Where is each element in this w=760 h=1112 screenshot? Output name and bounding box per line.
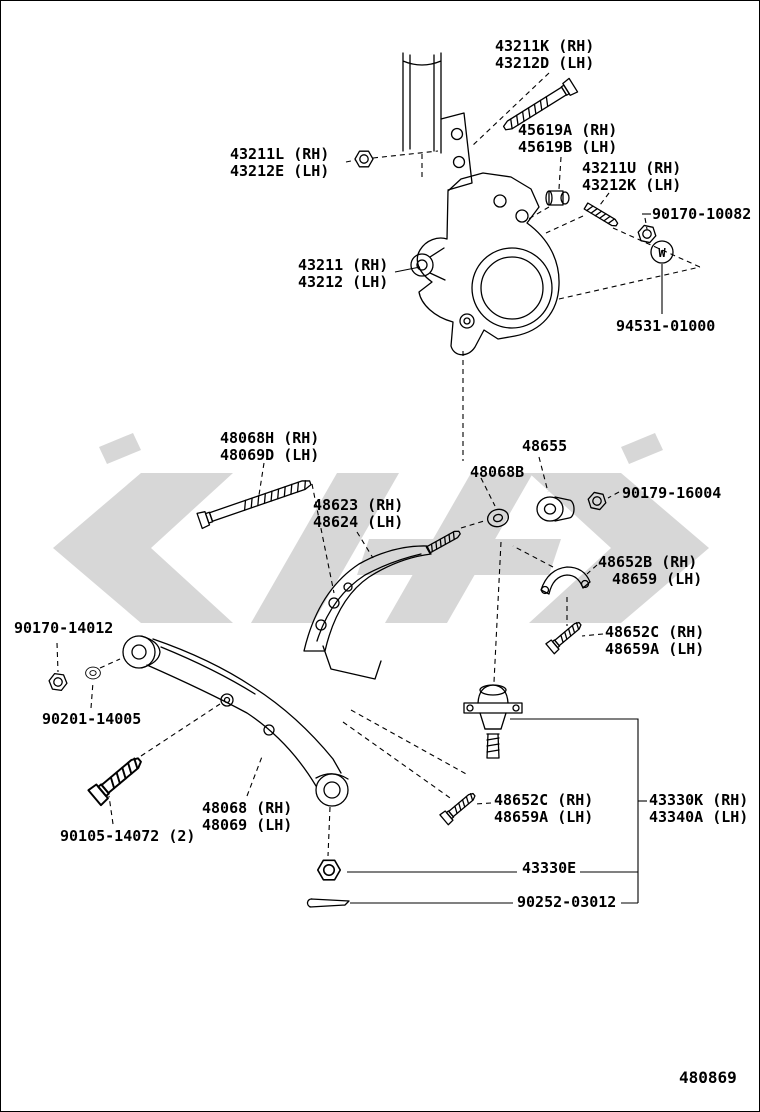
label-48068b: 48068B (470, 464, 524, 481)
label-90170-10082: 90170-10082 (652, 206, 751, 223)
part-number: 48068B (470, 463, 525, 481)
part-number: 48659A (LH) (494, 808, 594, 826)
bushing-45619-drawing (545, 190, 570, 206)
part-number: 43211K (RH) (495, 37, 595, 55)
lower-arm-bushing-drawing (122, 635, 161, 669)
label-90105: 90105-14072 (2) (60, 828, 195, 845)
reference-lines-solid (347, 213, 663, 904)
washer-94531-mark (650, 240, 674, 264)
cotter-pin-drawing (306, 898, 350, 908)
part-number: 48652B (RH) (598, 553, 698, 571)
part-number: 43330K (RH) (649, 791, 749, 809)
label-48068h: 48068H (RH) 48069D (LH) (220, 430, 319, 464)
label-43330e: 43330E (522, 860, 576, 877)
label-90179: 90179-16004 (622, 485, 721, 502)
bolt-48652c-lower-drawing (439, 789, 479, 826)
part-number: 48069D (LH) (220, 446, 320, 464)
part-number: 43330E (522, 859, 577, 877)
part-number: 43212 (LH) (298, 273, 389, 291)
label-48655: 48655 (522, 438, 567, 455)
label-45619a: 45619A (RH) 45619B (LH) (518, 122, 617, 156)
lower-arm-48068-drawing (146, 638, 349, 807)
upper-arm-48623-drawing (303, 545, 432, 680)
part-number: 43340A (LH) (649, 808, 749, 826)
label-43211u: 43211U (RH) 43212K (LH) (582, 160, 681, 194)
label-90252: 90252-03012 (517, 894, 616, 911)
nut-43211l-drawing (354, 150, 374, 168)
leader-lines-dashed (56, 72, 701, 857)
part-number: 48624 (LH) (313, 513, 404, 531)
part-number: 45619A (RH) (518, 121, 618, 139)
part-number: 45619B (LH) (518, 138, 618, 156)
part-number: 90201-14005 (42, 710, 142, 728)
part-number: 94531-01000 (616, 317, 716, 335)
part-number: 90179-16004 (622, 484, 722, 502)
part-number: 43212E (LH) (230, 162, 330, 180)
part-number: 48652C (RH) (605, 623, 705, 641)
part-number: 48623 (RH) (313, 496, 404, 514)
label-90201: 90201-14005 (42, 711, 141, 728)
stabilizer-bracket-48652b-drawing (540, 566, 591, 595)
part-number: 90105-14072 (2) (60, 827, 196, 845)
part-number: 48068H (RH) (220, 429, 320, 447)
part-number: 90170-14012 (14, 619, 114, 637)
part-number: 43211U (RH) (582, 159, 682, 177)
label-43211k: 43211K (RH) 43212D (LH) (495, 38, 594, 72)
label-48652c-lower: 48652C (RH) 48659A (LH) (494, 792, 593, 826)
label-48652b: 48652B (RH) 48659 (LH) (598, 554, 702, 588)
watermark-logo (53, 433, 709, 623)
part-number: 43211 (RH) (298, 256, 389, 274)
figure-number: 480869 (679, 1068, 737, 1087)
part-number: 90170-10082 (652, 205, 752, 223)
part-number: 48068 (RH) (202, 799, 293, 817)
steering-knuckle-drawing (410, 172, 560, 356)
strut-drawing (402, 52, 473, 191)
part-number: 90252-03012 (517, 893, 617, 911)
part-number: 48659A (LH) (605, 640, 705, 658)
label-43330k: 43330K (RH) 43340A (LH) (649, 792, 748, 826)
washer-90201-drawing (85, 666, 101, 680)
part-number: 48069 (LH) (202, 816, 293, 834)
bolt-90105-drawing (87, 751, 147, 807)
stud-43211u-drawing (583, 202, 620, 229)
bushing-48655-drawing (536, 496, 575, 522)
part-number: 43212D (LH) (495, 54, 595, 72)
label-94531: 94531-01000 (616, 318, 715, 335)
part-number: 48655 (522, 437, 568, 455)
part-number: 43211L (RH) (230, 145, 330, 163)
part-number: 48659 (LH) (612, 570, 703, 588)
nut-43330e-drawing (316, 859, 342, 881)
label-43211: 43211 (RH) 43212 (LH) (298, 257, 388, 291)
nut-90170-14012-drawing (47, 672, 69, 692)
part-number: 48652C (RH) (494, 791, 594, 809)
wheel-side-mark: W (658, 246, 666, 260)
ball-joint-43330k-drawing (463, 684, 523, 759)
label-43211l: 43211L (RH) 43212E (LH) (230, 146, 329, 180)
label-48623: 48623 (RH) 48624 (LH) (313, 497, 403, 531)
label-48652c-upper: 48652C (RH) 48659A (LH) (605, 624, 704, 658)
label-48068: 48068 (RH) 48069 (LH) (202, 800, 292, 834)
part-number: 43212K (LH) (582, 176, 682, 194)
label-90170-14012: 90170-14012 (14, 620, 113, 637)
bolt-48652c-upper-drawing (545, 618, 585, 655)
